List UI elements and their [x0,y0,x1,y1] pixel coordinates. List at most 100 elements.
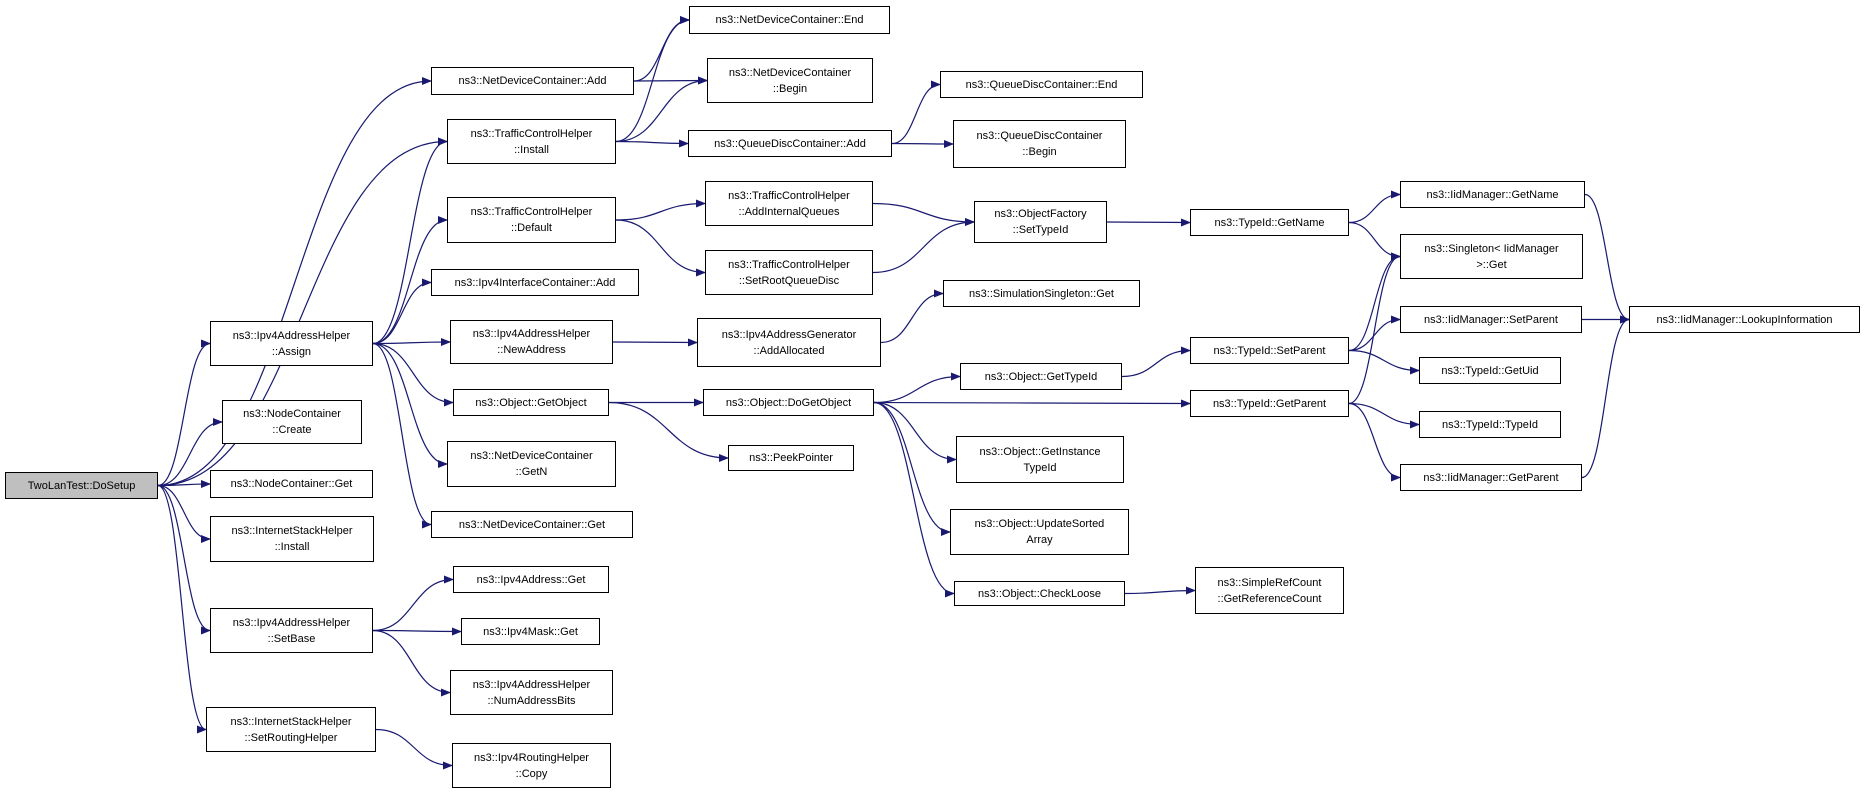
graph-node-nc-create[interactable]: ns3::NodeContainer::Create [222,400,362,444]
node-label-line: ns3::TypeId::SetParent [1213,344,1326,357]
graph-node-ss-get[interactable]: ns3::SimulationSingleton::Get [943,280,1140,307]
graph-node-ipv4ag-addalloc[interactable]: ns3::Ipv4AddressGenerator::AddAllocated [697,318,881,367]
node-label-line: ::NumAddressBits [487,694,576,707]
edge-of-settypeid-to-tid-getname [1106,218,1191,227]
node-label-line: ns3::TrafficControlHelper [728,258,850,271]
node-label-line: ::GetN [515,466,548,478]
graph-node-tch-addinternal[interactable]: ns3::TrafficControlHelper::AddInternalQu… [705,181,873,226]
graph-node-ndc-add[interactable]: ns3::NetDeviceContainer::Add [431,67,634,95]
node-label-line: ns3::NodeContainer [243,408,341,420]
node-label-line: ns3::IidManager::GetParent [1423,471,1559,484]
node-label-line: ns3::Ipv4Address::Get [476,573,586,586]
node-label-line: ns3::Ipv4AddressHelper [472,328,591,340]
edge-ipv4ah-assign-to-obj-getobject [372,342,454,407]
graph-node-singleton-get[interactable]: ns3::Singleton< IidManager >::Get [1400,234,1583,279]
node-label-line: ns3::Singleton< IidManager [1424,242,1559,255]
graph-node-ndc-end[interactable]: ns3::NetDeviceContainer::End [689,6,890,34]
node-label-line: ns3::Ipv4Mask::Get [483,625,578,638]
graph-node-obj-checkloose[interactable]: ns3::Object::CheckLoose [954,581,1125,606]
graph-node-nc-get[interactable]: ns3::NodeContainer::Get [210,470,373,498]
edge-tid-getname-to-singleton-get [1348,221,1401,261]
graph-node-tid-getname[interactable]: ns3::TypeId::GetName [1190,209,1349,236]
node-label-line: ns3::Object::GetTypeId [984,370,1098,383]
graph-node-ipv4ah-assign[interactable]: ns3::Ipv4AddressHelper::Assign [210,321,373,366]
graph-node-ish-setrouting[interactable]: ns3::InternetStackHelper::SetRoutingHelp… [206,707,376,752]
edge-ipv4ah-newaddr-to-ipv4ag-addalloc [612,338,698,347]
graph-node-ndc-get[interactable]: ns3::NetDeviceContainer::Get [431,511,633,538]
edge-qdc-add-to-qdc-end [891,80,941,145]
edge-root-to-tch-install [157,137,448,487]
edge-obj-dogetobject-to-obj-gettypeid [873,372,961,404]
node-label-line: ns3::InternetStackHelper [230,715,352,728]
graph-node-ipv4ah-setbase[interactable]: ns3::Ipv4AddressHelper::SetBase [210,608,373,653]
graph-node-tid-typeid[interactable]: ns3::TypeId::TypeId [1419,411,1561,438]
node-label-line: ns3::Ipv4AddressGenerator [721,328,857,341]
graph-node-tch-default[interactable]: ns3::TrafficControlHelper::Default [447,197,616,243]
edge-ipv4ag-addalloc-to-ss-get [880,289,944,344]
edge-ipv4ah-assign-to-ndc-getn [372,342,448,468]
graph-node-ipv4mask-get[interactable]: ns3::Ipv4Mask::Get [461,618,600,645]
edge-obj-gettypeid-to-tid-setparent [1121,346,1191,378]
graph-node-ish-install[interactable]: ns3::InternetStackHelper::Install [210,516,374,562]
node-label-line: ns3::ObjectFactory [994,208,1087,220]
edge-root-to-ipv4ah-setbase [157,484,211,635]
graph-node-obj-dogetobject[interactable]: ns3::Object::DoGetObject [703,389,874,416]
graph-node-iid-setparent[interactable]: ns3::IidManager::SetParent [1400,306,1582,333]
node-label-line: ::SetRoutingHelper [244,731,338,744]
node-label-line: ::SetTypeId [1012,224,1069,236]
edge-obj-dogetobject-to-tid-getparent [873,399,1191,408]
graph-node-tid-setparent[interactable]: ns3::TypeId::SetParent [1190,337,1349,364]
graph-node-tch-setroot[interactable]: ns3::TrafficControlHelper::SetRootQueueD… [705,250,873,295]
edge-tch-default-to-tch-setroot [615,219,706,277]
graph-node-ndc-getn[interactable]: ns3::NetDeviceContainer::GetN [447,441,616,487]
graph-node-obj-gettypeid[interactable]: ns3::Object::GetTypeId [960,363,1122,390]
graph-node-peekpointer[interactable]: ns3::PeekPointer [728,445,854,471]
graph-node-ipv4addr-get[interactable]: ns3::Ipv4Address::Get [453,566,609,593]
graph-node-ipv4rh-copy[interactable]: ns3::Ipv4RoutingHelper::Copy [452,743,611,788]
node-label-line: ns3::IidManager::LookupInformation [1656,313,1833,326]
edge-ndc-add-to-ndc-end [633,16,690,82]
node-label-line: ns3::SimpleRefCount [1217,576,1322,589]
edge-root-to-ish-setrouting [157,484,207,734]
edge-tch-setroot-to-of-settypeid [872,218,975,274]
node-label-line: ns3::TrafficControlHelper [728,189,850,202]
graph-node-of-settypeid[interactable]: ns3::ObjectFactory::SetTypeId [974,201,1107,243]
edge-ish-setrouting-to-ipv4rh-copy [375,728,453,770]
edge-tch-default-to-tch-addinternal [615,199,706,221]
edge-ipv4ah-assign-to-tch-install [372,137,448,345]
graph-node-qdc-end[interactable]: ns3::QueueDiscContainer::End [940,71,1143,98]
graph-node-ipv4ah-newaddr[interactable]: ns3::Ipv4AddressHelper::NewAddress [450,320,613,364]
graph-node-qdc-begin[interactable]: ns3::QueueDiscContainer::Begin [953,120,1126,168]
graph-node-ipv4ic-add[interactable]: ns3::Ipv4InterfaceContainer::Add [431,269,639,296]
node-label-line: ns3::Object::DoGetObject [725,396,852,409]
graph-node-obj-getobject[interactable]: ns3::Object::GetObject [453,389,609,416]
graph-node-tid-getparent[interactable]: ns3::TypeId::GetParent [1190,390,1349,417]
graph-node-qdc-add[interactable]: ns3::QueueDiscContainer::Add [688,130,892,157]
edge-ipv4ah-setbase-to-ipv4mask-get [372,627,462,636]
edge-root-to-ndc-add [157,77,432,487]
node-label-line: ::Copy [515,767,548,780]
node-label-line: ns3::QueueDiscContainer::End [965,78,1118,91]
node-label-line: ns3::Ipv4AddressHelper [232,616,351,629]
graph-node-src-getrefcount[interactable]: ns3::SimpleRefCount::GetReferenceCount [1195,567,1344,614]
edge-iid-getparent-to-iid-lookup [1581,315,1630,479]
graph-node-ipv4ah-numbits[interactable]: ns3::Ipv4AddressHelper::NumAddressBits [450,670,613,715]
edge-ipv4ah-setbase-to-ipv4addr-get [372,575,454,632]
node-label-line: ns3::Ipv4InterfaceContainer::Add [454,276,616,289]
graph-node-tch-install[interactable]: ns3::TrafficControlHelper::Install [447,119,616,164]
graph-node-ndc-begin[interactable]: ns3::NetDeviceContainer::Begin [707,58,873,103]
node-label-line: ns3::NetDeviceContainer::End [715,14,864,26]
edge-tid-getparent-to-singleton-get [1348,252,1401,405]
graph-node-iid-getparent[interactable]: ns3::IidManager::GetParent [1400,464,1582,491]
graph-node-tid-getuid[interactable]: ns3::TypeId::GetUid [1419,357,1561,384]
edge-obj-dogetobject-to-obj-checkloose [873,401,955,598]
node-label-line: ns3::NodeContainer::Get [230,478,353,490]
edge-tid-getparent-to-iid-getparent [1348,402,1401,482]
graph-node-iid-getname[interactable]: ns3::IidManager::GetName [1400,181,1585,208]
edge-tid-getname-to-iid-getname [1348,190,1401,224]
edge-obj-dogetobject-to-obj-updatesorted [873,401,951,536]
node-label-line: ::Default [511,222,552,234]
graph-node-iid-lookup[interactable]: ns3::IidManager::LookupInformation [1629,306,1860,333]
